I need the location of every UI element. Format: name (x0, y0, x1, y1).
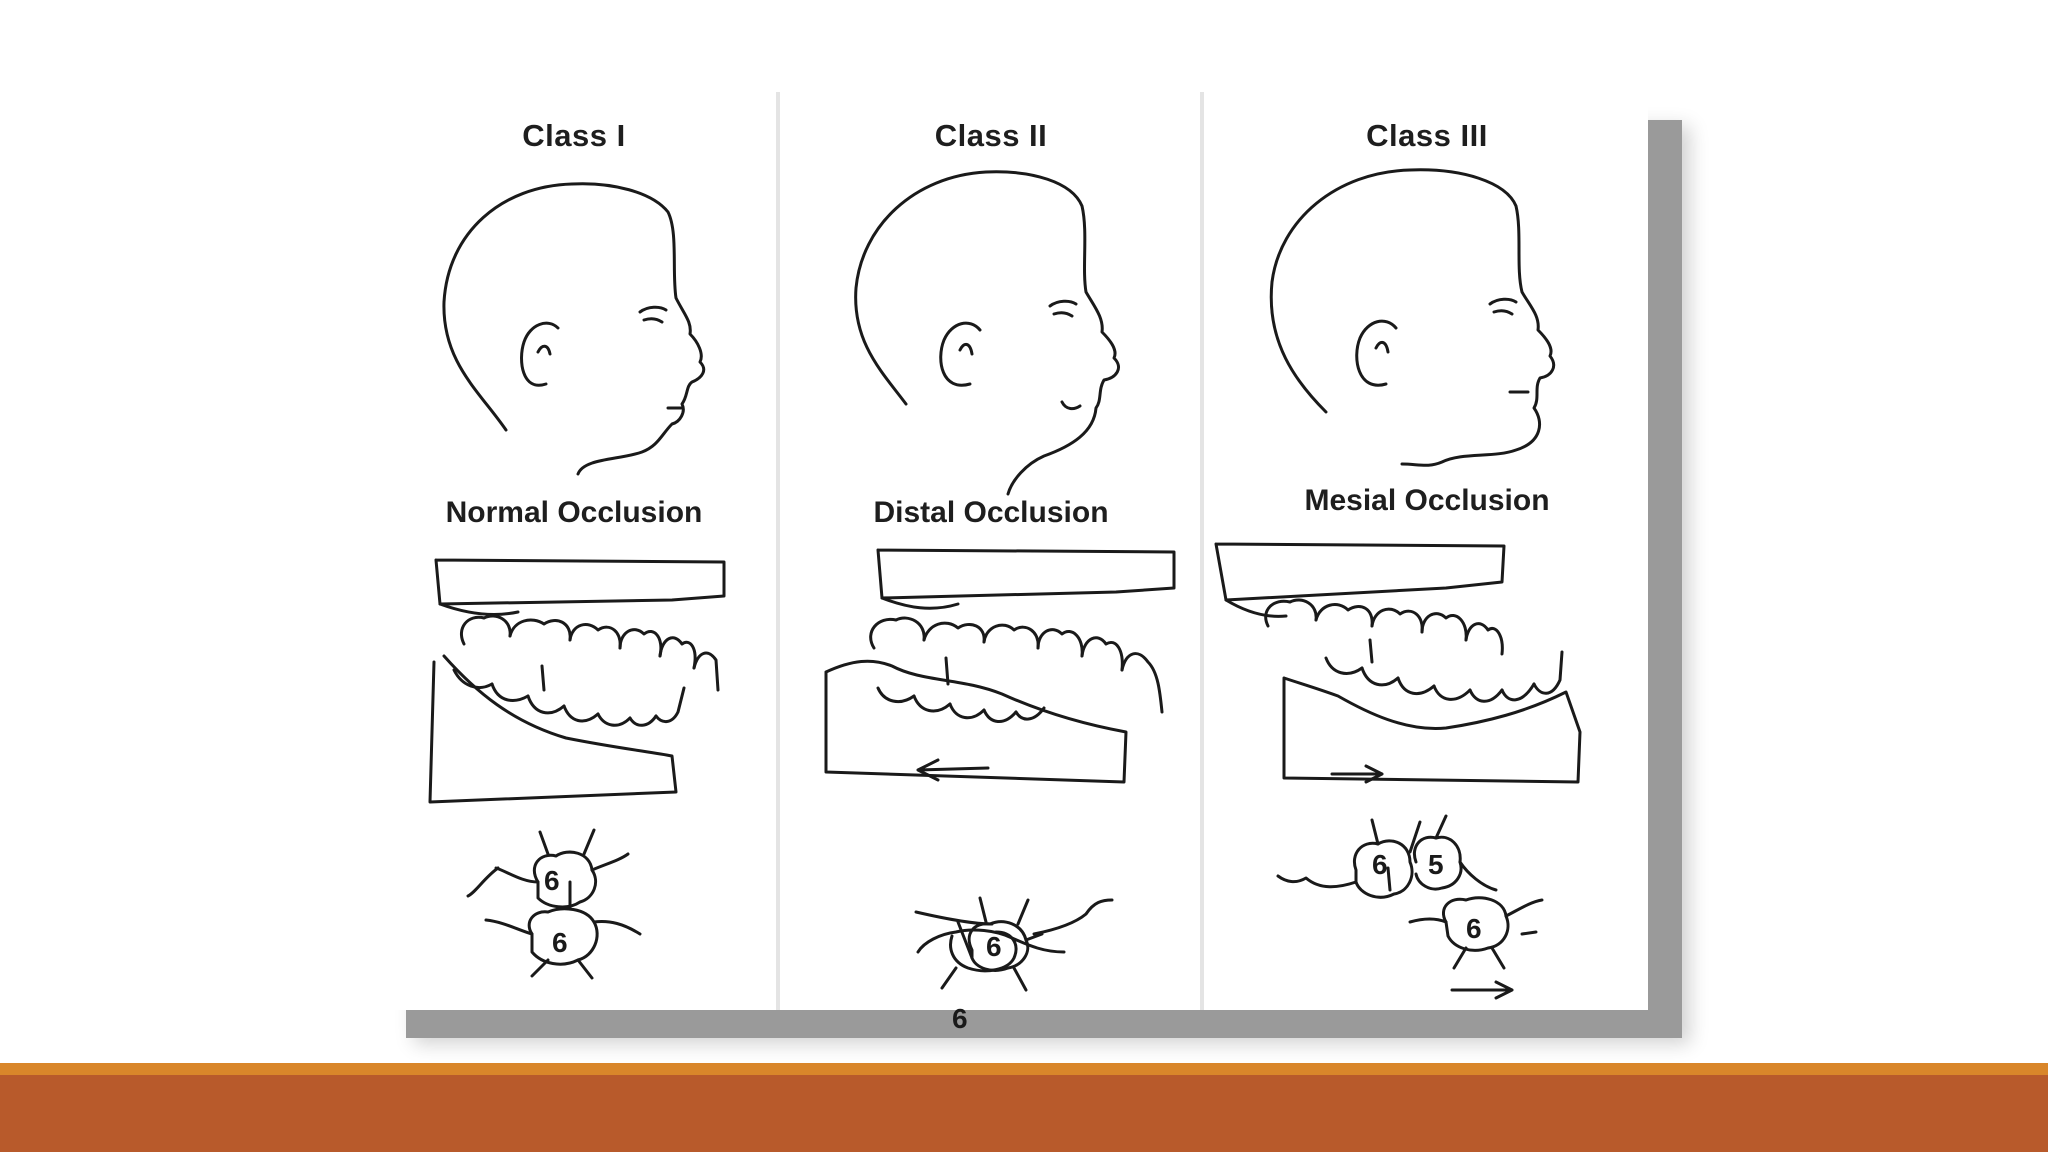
class-3-title: Class III (1366, 118, 1488, 153)
class-2-head-profile (854, 170, 1120, 496)
panel-class-3: Class III Mesial Occlusion (1206, 92, 1648, 1010)
class-2-upper-tooth-number: 6 (986, 931, 1002, 962)
panel-divider (1200, 92, 1204, 1010)
class-1-head-profile (442, 182, 706, 476)
class-2-lower-tooth-number: 6 (952, 1003, 968, 1034)
class-1-dental-cast (428, 558, 726, 804)
class-2-dental-cast (824, 548, 1176, 784)
class-1-title: Class I (522, 118, 626, 153)
class-3-dental-cast (1214, 542, 1582, 784)
class-1-occlusion-label: Normal Occlusion (445, 496, 703, 529)
class-1-lower-tooth-number: 6 (552, 927, 568, 958)
angle-classification-figure: Class I Normal Occlusion (372, 92, 1648, 1086)
panel-divider (776, 92, 780, 1010)
footer-band (0, 1075, 2048, 1152)
panel-class-2: Class II Distal Occlusion (782, 92, 1200, 1086)
class-2-title: Class II (934, 118, 1048, 153)
class-3-head-profile (1269, 168, 1556, 467)
class-1-upper-tooth-number: 6 (544, 865, 560, 896)
class-2-occlusion-label: Distal Occlusion (873, 496, 1109, 529)
footer-accent-line (0, 1063, 2048, 1075)
class-3-lower-tooth-number: 6 (1466, 913, 1482, 944)
class-1-molar-relation: 6 6 (466, 828, 642, 980)
class-3-occlusion-label: Mesial Occlusion (1304, 484, 1550, 517)
panel-class-1: Class I Normal Occlusion (372, 92, 776, 1010)
class-3-upper-second-tooth-number: 5 (1428, 849, 1444, 880)
class-3-molar-relation: 6 5 6 (1276, 814, 1544, 1000)
class-3-upper-tooth-number: 6 (1372, 849, 1388, 880)
class-2-molar-relation: 6 6 (914, 896, 1114, 1086)
